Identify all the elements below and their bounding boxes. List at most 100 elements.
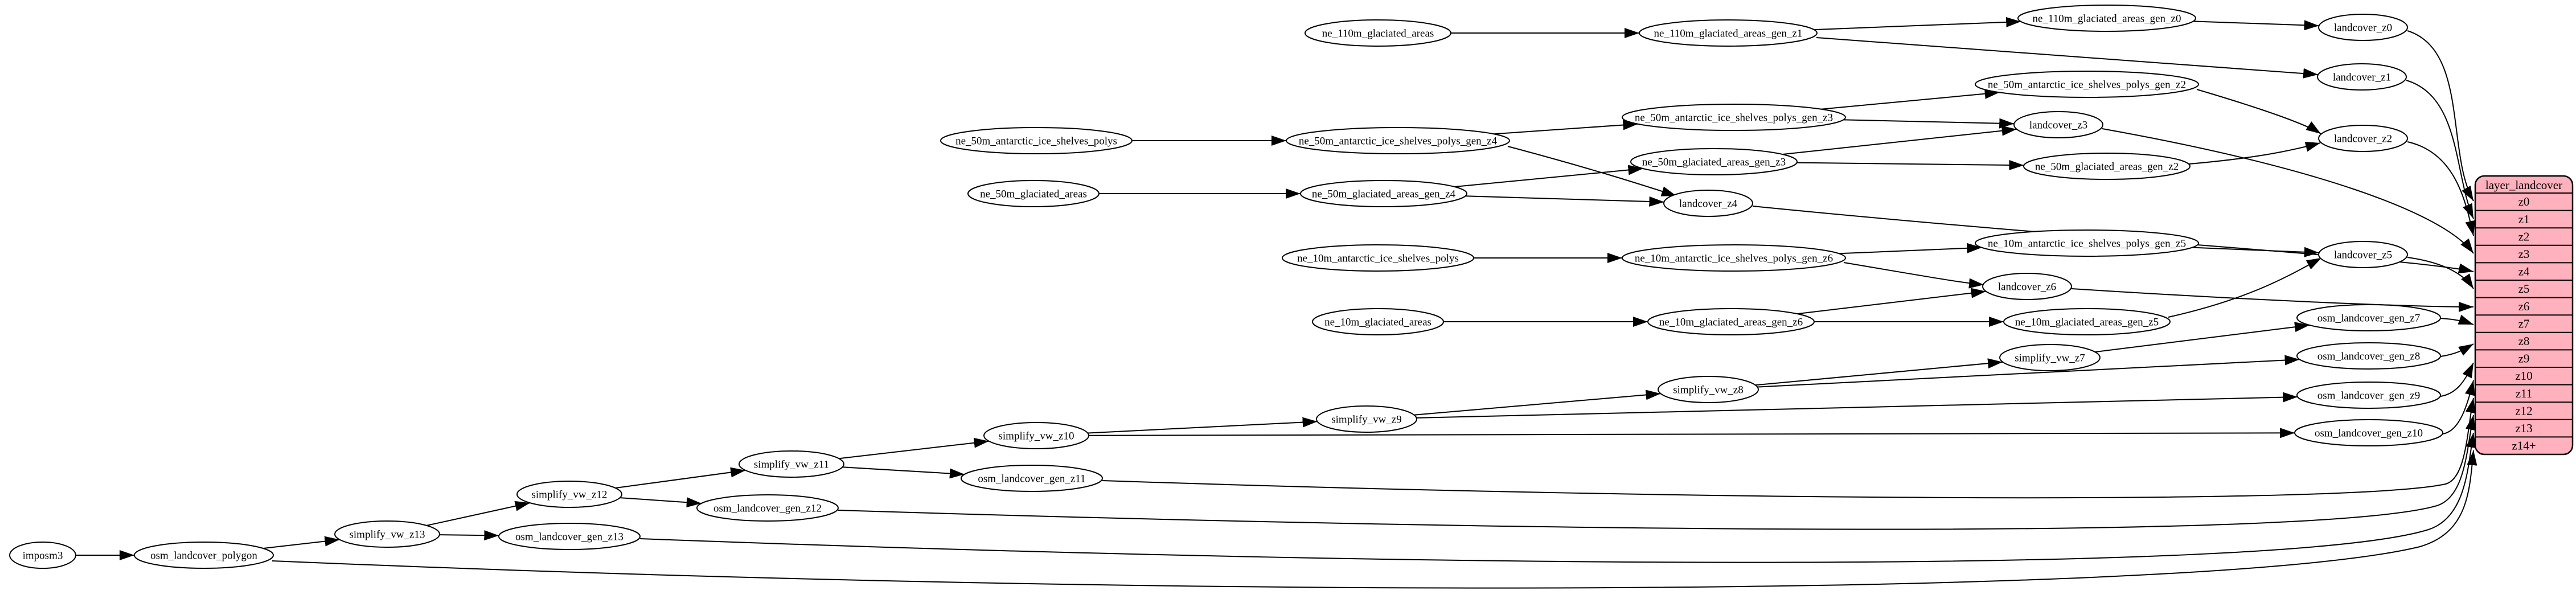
node-landcover_z0: landcover_z0 bbox=[2318, 14, 2408, 41]
node-label-ne_110m_glaciated_areas_gen_z1: ne_110m_glaciated_areas_gen_z1 bbox=[1654, 27, 1803, 39]
edge-osm_landcover_gen_z11-to-layer-z11 bbox=[1102, 397, 2476, 499]
edge-landcover_z3-to-layer-z3 bbox=[2102, 128, 2474, 254]
node-osm_landcover_gen_z10: osm_landcover_gen_z10 bbox=[2294, 419, 2443, 446]
table-row-z12: z12 bbox=[2515, 404, 2532, 417]
edge-simplify_vw_z7-to-osm_landcover_gen_z7 bbox=[2095, 322, 2310, 353]
edge-osm_landcover_polygon-to-layer-z14+ bbox=[272, 450, 2477, 589]
table-row-z10: z10 bbox=[2515, 369, 2532, 383]
node-ellipse-osm_landcover_gen_z11 bbox=[961, 465, 1103, 492]
node-label-landcover_z6: landcover_z6 bbox=[1998, 281, 2056, 293]
node-ellipse-ne_110m_glaciated_areas bbox=[1305, 19, 1451, 47]
node-landcover_z3: landcover_z3 bbox=[2013, 111, 2103, 138]
edge-osm_landcover_gen_z9-to-layer-z9 bbox=[2440, 362, 2474, 397]
edge-osm_landcover_gen_z8-to-layer-z8 bbox=[2440, 343, 2474, 357]
edge-ne_50m_antarctic_ice_shelves_polys_gen_z2-to-landcover_z2 bbox=[2196, 89, 2321, 134]
node-label-simplify_vw_z10: simplify_vw_z10 bbox=[999, 430, 1074, 442]
table-row-z11: z11 bbox=[2516, 387, 2533, 400]
edge-osm_landcover_gen_z13-to-layer-z13 bbox=[639, 432, 2476, 563]
node-label-ne_10m_glaciated_areas: ne_10m_glaciated_areas bbox=[1324, 316, 1431, 328]
node-ne_10m_antarctic_ice_shelves_polys_gen_z5: ne_10m_antarctic_ice_shelves_polys_gen_z… bbox=[1975, 229, 2199, 257]
node-label-landcover_z2: landcover_z2 bbox=[2334, 133, 2392, 145]
node-landcover_z4: landcover_z4 bbox=[1663, 190, 1753, 217]
node-simplify_vw_z8: simplify_vw_z8 bbox=[1658, 376, 1759, 403]
node-label-ne_50m_antarctic_ice_shelves_polys_gen_z2: ne_50m_antarctic_ice_shelves_polys_gen_z… bbox=[1988, 79, 2186, 91]
node-ellipse-simplify_vw_z8 bbox=[1658, 376, 1759, 403]
node-osm_landcover_polygon: osm_landcover_polygon bbox=[134, 542, 274, 569]
node-ellipse-ne_50m_antarctic_ice_shelves_polys_gen_z3 bbox=[1622, 104, 1846, 131]
node-ellipse-ne_10m_antarctic_ice_shelves_polys_gen_z5 bbox=[1975, 229, 2199, 257]
edge-simplify_vw_z10-to-simplify_vw_z9 bbox=[1088, 417, 1318, 434]
node-ellipse-ne_50m_glaciated_areas_gen_z3 bbox=[1630, 148, 1798, 175]
edge-ne_110m_glaciated_areas_gen_z1-to-landcover_z1 bbox=[1816, 37, 2319, 79]
node-osm_landcover_gen_z8: osm_landcover_gen_z8 bbox=[2296, 342, 2441, 370]
node-imposm3: imposm3 bbox=[9, 542, 76, 569]
node-landcover_z5: landcover_z5 bbox=[2318, 241, 2408, 268]
node-ne_50m_antarctic_ice_shelves_polys: ne_50m_antarctic_ice_shelves_polys bbox=[940, 127, 1133, 154]
edge-ne_50m_antarctic_ice_shelves_polys_gen_z4-to-ne_50m_antarctic_ice_shelves_polys_gen_z3 bbox=[1494, 120, 1638, 135]
edge-landcover_z2-to-layer-z2 bbox=[2407, 141, 2476, 236]
table-layer-landcover: layer_landcoverz0z1z2z3z4z5z6z7z8z9z10z1… bbox=[2474, 175, 2574, 456]
node-ellipse-simplify_vw_z10 bbox=[983, 422, 1089, 449]
node-ellipse-simplify_vw_z13 bbox=[334, 520, 440, 548]
node-label-osm_landcover_gen_z12: osm_landcover_gen_z12 bbox=[713, 502, 822, 514]
node-label-simplify_vw_z9: simplify_vw_z9 bbox=[1331, 413, 1402, 425]
node-label-ne_50m_glaciated_areas_gen_z2: ne_50m_glaciated_areas_gen_z2 bbox=[2035, 161, 2179, 173]
table-row-z6: z6 bbox=[2518, 300, 2530, 313]
node-simplify_vw_z9: simplify_vw_z9 bbox=[1316, 405, 1417, 433]
table-row-z1: z1 bbox=[2518, 212, 2530, 226]
node-ellipse-landcover_z3 bbox=[2013, 111, 2103, 138]
edge-simplify_vw_z10-to-osm_landcover_gen_z10 bbox=[1088, 428, 2295, 438]
node-label-ne_10m_glaciated_areas_gen_z5: ne_10m_glaciated_areas_gen_z5 bbox=[2015, 316, 2159, 328]
node-ellipse-imposm3 bbox=[9, 542, 76, 569]
node-ellipse-ne_50m_antarctic_ice_shelves_polys_gen_z2 bbox=[1975, 71, 2199, 98]
node-ellipse-osm_landcover_gen_z13 bbox=[498, 523, 641, 550]
edge-landcover_z0-to-layer-z0 bbox=[2407, 30, 2474, 202]
table-row-z9: z9 bbox=[2518, 352, 2530, 366]
node-ne_50m_antarctic_ice_shelves_polys_gen_z4: ne_50m_antarctic_ice_shelves_polys_gen_z… bbox=[1286, 127, 1510, 154]
node-label-simplify_vw_z8: simplify_vw_z8 bbox=[1673, 384, 1744, 396]
node-label-osm_landcover_gen_z11: osm_landcover_gen_z11 bbox=[978, 473, 1085, 485]
node-ne_50m_antarctic_ice_shelves_polys_gen_z3: ne_50m_antarctic_ice_shelves_polys_gen_z… bbox=[1622, 104, 1846, 131]
node-ne_50m_glaciated_areas_gen_z4: ne_50m_glaciated_areas_gen_z4 bbox=[1300, 180, 1467, 207]
node-ellipse-ne_10m_glaciated_areas_gen_z5 bbox=[2003, 308, 2171, 335]
edge-landcover_z4-to-layer-z4 bbox=[1752, 206, 2474, 274]
node-label-ne_50m_glaciated_areas_gen_z3: ne_50m_glaciated_areas_gen_z3 bbox=[1642, 156, 1786, 168]
edge-ne_50m_glaciated_areas_gen_z2-to-landcover_z2 bbox=[2188, 142, 2321, 165]
table-row-z14+: z14+ bbox=[2512, 439, 2536, 453]
edge-simplify_vw_z8-to-osm_landcover_gen_z8 bbox=[1757, 355, 2300, 388]
node-ne_50m_glaciated_areas: ne_50m_glaciated_areas bbox=[967, 180, 1100, 207]
node-label-imposm3: imposm3 bbox=[23, 550, 63, 561]
node-simplify_vw_z11: simplify_vw_z11 bbox=[739, 450, 844, 478]
node-osm_landcover_gen_z13: osm_landcover_gen_z13 bbox=[498, 523, 641, 550]
node-ellipse-osm_landcover_gen_z9 bbox=[2296, 382, 2441, 409]
edges-layer bbox=[76, 17, 2477, 589]
node-ellipse-ne_10m_antarctic_ice_shelves_polys_gen_z6 bbox=[1622, 244, 1846, 272]
edge-landcover_z5-to-layer-z5 bbox=[2407, 257, 2474, 289]
edge-simplify_vw_z12-to-simplify_vw_z11 bbox=[615, 467, 746, 489]
node-ellipse-simplify_vw_z7 bbox=[1999, 344, 2101, 371]
node-label-simplify_vw_z11: simplify_vw_z11 bbox=[754, 458, 829, 470]
node-ellipse-osm_landcover_gen_z12 bbox=[696, 494, 839, 522]
edge-ne_10m_antarctic_ice_shelves_polys_gen_z5-to-landcover_z5 bbox=[2192, 247, 2319, 257]
edge-osm_landcover_gen_z12-to-layer-z12 bbox=[838, 415, 2476, 530]
node-simplify_vw_z10: simplify_vw_z10 bbox=[983, 422, 1089, 449]
node-ellipse-ne_50m_glaciated_areas bbox=[967, 180, 1100, 207]
node-osm_landcover_gen_z9: osm_landcover_gen_z9 bbox=[2296, 382, 2441, 409]
node-ellipse-osm_landcover_gen_z7 bbox=[2296, 304, 2441, 331]
node-ellipse-simplify_vw_z11 bbox=[739, 450, 844, 478]
node-ellipse-ne_10m_glaciated_areas_gen_z6 bbox=[1647, 308, 1815, 335]
node-label-osm_landcover_polygon: osm_landcover_polygon bbox=[150, 550, 257, 561]
edge-simplify_vw_z9-to-osm_landcover_gen_z9 bbox=[1416, 392, 2298, 419]
node-label-ne_50m_antarctic_ice_shelves_polys: ne_50m_antarctic_ice_shelves_polys bbox=[955, 135, 1117, 147]
node-label-ne_50m_antarctic_ice_shelves_polys_gen_z3: ne_50m_antarctic_ice_shelves_polys_gen_z… bbox=[1635, 112, 1833, 124]
edge-osm_landcover_polygon-to-simplify_vw_z13 bbox=[263, 536, 340, 549]
node-ellipse-landcover_z2 bbox=[2318, 125, 2408, 152]
node-ne_50m_glaciated_areas_gen_z3: ne_50m_glaciated_areas_gen_z3 bbox=[1630, 148, 1798, 175]
table-row-z3: z3 bbox=[2518, 247, 2530, 261]
table-row-z4: z4 bbox=[2518, 265, 2530, 278]
node-ne_10m_antarctic_ice_shelves_polys: ne_10m_antarctic_ice_shelves_polys bbox=[1282, 244, 1474, 272]
table-row-z0: z0 bbox=[2518, 195, 2530, 208]
edge-osm_landcover_gen_z7-to-layer-z7 bbox=[2440, 314, 2474, 325]
node-ellipse-landcover_z6 bbox=[1982, 273, 2072, 300]
